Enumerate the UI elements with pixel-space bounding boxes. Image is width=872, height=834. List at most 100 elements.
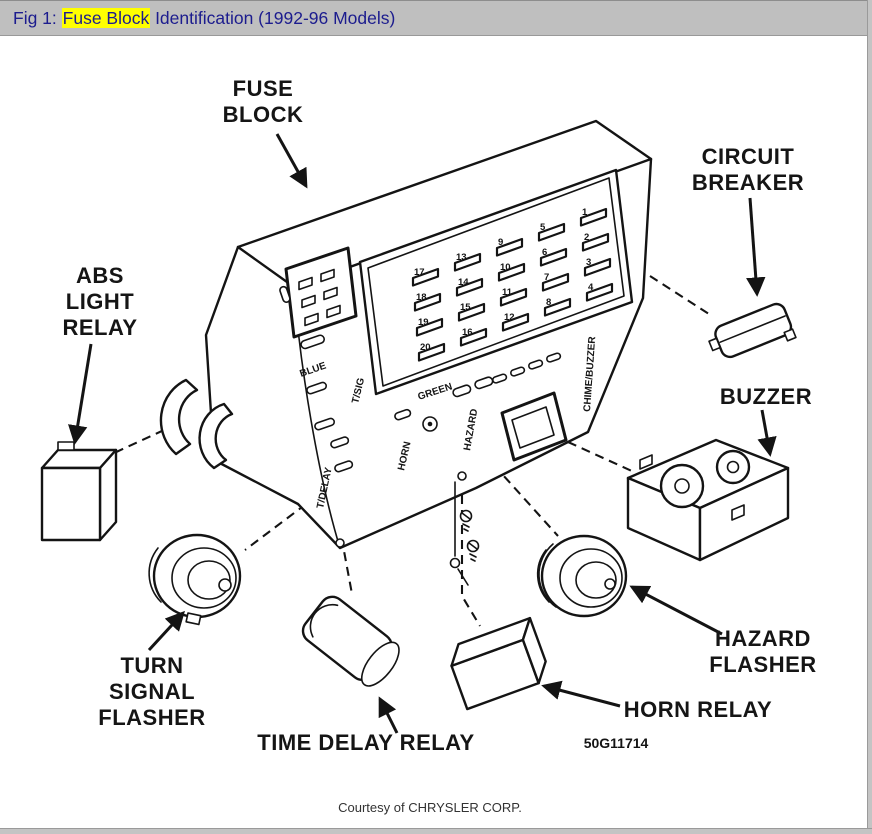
lead-circuit-breaker xyxy=(649,275,713,317)
buzzer-hole-small xyxy=(715,449,751,485)
buzzer-part xyxy=(626,438,790,562)
terminal-post xyxy=(457,471,467,481)
fuse-number-10: 10 xyxy=(500,262,511,273)
hz-band xyxy=(538,543,557,608)
arrow-hazard-flasher xyxy=(629,585,723,636)
screw xyxy=(466,539,480,562)
abs-relay-front xyxy=(40,466,102,542)
buzzer-hole-large-center xyxy=(674,478,690,494)
circuit-breaker-part xyxy=(708,302,797,359)
connector-pin xyxy=(304,312,319,327)
fuse-slot-9 xyxy=(495,237,524,257)
abs-relay-label-line2: LIGHT xyxy=(66,289,135,314)
buzzer-hole-small-center xyxy=(726,460,740,474)
breaker-terminal xyxy=(783,328,797,342)
time-delay-relay-label: TIME DELAY RELAY xyxy=(257,730,474,755)
abs-relay-side xyxy=(98,448,118,542)
abs-light-relay xyxy=(40,441,118,542)
hazard-slot xyxy=(452,384,472,398)
wire xyxy=(457,568,469,586)
hz-ring xyxy=(559,548,623,608)
fuse-slot-12 xyxy=(501,312,530,332)
part-number: 50G11714 xyxy=(584,735,649,751)
fuse-number-9: 9 xyxy=(498,237,503,248)
turn-signal-label-line2: SIGNAL xyxy=(109,679,195,704)
abs-relay-label-line3: RELAY xyxy=(62,315,137,340)
arrow-time-delay-relay xyxy=(378,696,399,734)
horn-slot xyxy=(394,408,412,421)
fuse-block-label-line1: FUSE xyxy=(233,76,294,101)
fuse-slot-20 xyxy=(417,342,446,362)
connector-slot xyxy=(300,334,326,350)
figure-title-prefix: Fig 1: xyxy=(13,7,62,28)
arrow-horn-relay xyxy=(541,680,621,708)
hazard-flasher-label-line1: HAZARD xyxy=(715,626,811,651)
clip-arc-large xyxy=(159,378,199,456)
fuse-number-1: 1 xyxy=(582,207,588,218)
tdelay-slot xyxy=(334,460,354,473)
fuse-slot-17 xyxy=(411,267,440,287)
fuse-slot-4 xyxy=(585,282,614,302)
terminal-post xyxy=(335,538,345,548)
figure-title-bar: Fig 1: Fuse Block Identification (1992-9… xyxy=(0,0,872,36)
circuit-breaker-label-line1: CIRCUIT xyxy=(702,144,795,169)
fuse-number-4: 4 xyxy=(588,282,594,293)
window-bottom-border xyxy=(0,828,872,834)
breaker-lid-line xyxy=(719,315,786,343)
figure-title: Fig 1: Fuse Block Identification (1992-9… xyxy=(13,7,396,29)
fuse-number-14: 14 xyxy=(458,277,469,288)
buzzer-label: BUZZER xyxy=(720,384,812,409)
fuse-slot-3 xyxy=(583,257,612,277)
turn-signal-label-line1: TURN xyxy=(120,653,183,678)
turn-signal-flasher-part xyxy=(148,533,242,626)
fuse-number-11: 11 xyxy=(502,287,513,298)
arrow-abs-light-relay xyxy=(68,343,93,445)
fuse-number-2: 2 xyxy=(584,232,589,243)
connector-pin xyxy=(298,276,313,291)
time-delay-relay-part xyxy=(301,595,400,687)
fuse-number-6: 6 xyxy=(542,247,547,258)
wire-terminal xyxy=(449,557,461,569)
fuse-slot-19 xyxy=(415,317,444,337)
fuse-number-5: 5 xyxy=(540,222,546,233)
fuse-panel-inner-border xyxy=(367,177,625,387)
horn-relay-side xyxy=(521,616,547,685)
fuse-slot-7 xyxy=(541,272,570,292)
figure-title-suffix: Identification (1992-96 Models) xyxy=(150,7,396,28)
fuse-slot-16 xyxy=(459,327,488,347)
horn-relay-part xyxy=(450,616,547,711)
tsig-slot xyxy=(306,381,328,395)
buzzer-hole-large xyxy=(659,463,705,509)
aux-slot xyxy=(492,373,508,384)
fuse-slot-2 xyxy=(581,232,610,252)
hz-ring-inner xyxy=(575,561,617,599)
connector-pin xyxy=(323,286,338,301)
screw xyxy=(459,509,473,532)
buzzer-tab xyxy=(639,454,653,470)
chime-buzzer-label: CHIME/BUZZER xyxy=(582,335,598,412)
abs-relay-tab xyxy=(57,441,75,451)
fuse-slot-14 xyxy=(455,277,484,297)
turn-signal-label-line3: FLASHER xyxy=(98,705,205,730)
tsig-slot xyxy=(314,417,336,431)
figure-title-highlight: Fuse Block xyxy=(61,7,151,28)
connector-pin xyxy=(320,268,335,283)
fuse-slot-5 xyxy=(537,222,566,242)
leader-arrows xyxy=(68,133,777,734)
flasher-band xyxy=(148,547,162,603)
arrow-circuit-breaker xyxy=(746,197,766,297)
hz-button xyxy=(604,578,616,590)
connector-slot xyxy=(279,285,291,303)
arrow-buzzer xyxy=(757,409,777,457)
arrow-turn-signal-flasher xyxy=(147,610,185,652)
abs-relay-label-line1: ABS xyxy=(76,263,124,288)
flasher-button xyxy=(218,578,232,592)
green-terminal-center xyxy=(427,421,433,427)
aux-slot xyxy=(510,366,526,377)
connector-pin xyxy=(301,294,316,309)
fuse-slot-10 xyxy=(497,262,526,282)
fuse-number-18: 18 xyxy=(416,292,427,303)
fuse-number-15: 15 xyxy=(460,302,471,313)
